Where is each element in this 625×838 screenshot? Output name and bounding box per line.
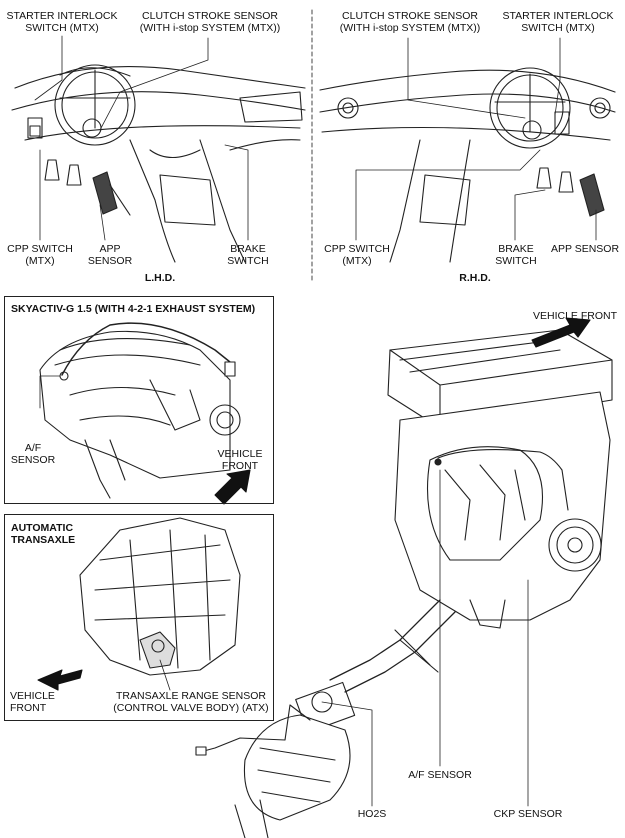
- lhd-clutch-stroke-line1: CLUTCH STROKE SENSOR: [142, 10, 278, 22]
- transaxle-vehicle-front-line1: VEHICLE: [10, 690, 55, 702]
- lhd-cpp-switch-line2: (MTX): [25, 255, 55, 267]
- rhd-starter-interlock-label: STARTER INTERLOCK SWITCH (MTX): [498, 10, 618, 34]
- engine-vehicle-front-arrow: [531, 317, 591, 348]
- engine-af-sensor-label: A/F SENSOR: [408, 769, 472, 781]
- lhd-starter-interlock-line2: SWITCH (MTX): [25, 22, 99, 34]
- rhd-dashboard-drawing: [319, 67, 616, 263]
- rhd-starter-interlock-line2: SWITCH (MTX): [521, 22, 595, 34]
- engine-vehicle-front-label: VEHICLE FRONT: [532, 310, 617, 322]
- rhd-clutch-stroke-label: CLUTCH STROKE SENSOR (WITH i-stop SYSTEM…: [330, 10, 490, 34]
- lhd-dashboard-drawing: [11, 64, 306, 263]
- rhd-brake-switch-label: BRAKE SWITCH: [488, 243, 544, 267]
- engine-leader-lines: [321, 469, 529, 807]
- lhd-app-sensor-line1: APP: [99, 243, 121, 255]
- automatic-transaxle-box: [4, 514, 274, 721]
- exhaust-manifold-drawing: [39, 322, 241, 499]
- exhaust-af-leader: [39, 375, 61, 409]
- exhaust-system-box: [4, 296, 274, 504]
- lhd-app-sensor-label: APP SENSOR: [80, 243, 140, 267]
- ho2s-label: HO2S: [357, 808, 387, 820]
- transaxle-vehicle-front-arrow: [37, 669, 83, 691]
- lhd-brake-switch-line1: BRAKE: [230, 243, 266, 255]
- exhaust-box-title: SKYACTIV-G 1.5 (WITH 4-2-1 EXHAUST SYSTE…: [11, 303, 256, 315]
- lhd-starter-interlock-line1: STARTER INTERLOCK: [6, 10, 118, 22]
- transaxle-drawing: [79, 517, 241, 676]
- lhd-brake-switch-label: BRAKE SWITCH: [220, 243, 276, 267]
- rhd-app-sensor-label: APP SENSOR: [550, 243, 620, 255]
- transaxle-vehicle-front-label: VEHICLE FRONT: [10, 690, 55, 714]
- transaxle-range-sensor-line2: (CONTROL VALVE BODY) (ATX): [113, 702, 269, 714]
- rhd-brake-switch-line2: SWITCH: [495, 255, 537, 267]
- rhd-starter-interlock-line1: STARTER INTERLOCK: [502, 10, 614, 22]
- exhaust-af-sensor-line2: SENSOR: [10, 454, 56, 466]
- lhd-caption: L.H.D.: [144, 272, 176, 284]
- range-sensor-leader: [159, 659, 171, 691]
- rhd-cpp-switch-line1: CPP SWITCH: [324, 243, 390, 255]
- transaxle-range-sensor-label: TRANSAXLE RANGE SENSOR (CONTROL VALVE BO…: [108, 690, 274, 714]
- exhaust-vehicle-front-arrow: [214, 469, 251, 505]
- engine-drawing: [195, 329, 613, 838]
- transaxle-range-sensor-line1: TRANSAXLE RANGE SENSOR: [116, 690, 266, 702]
- rhd-cpp-switch-label: CPP SWITCH (MTX): [322, 243, 392, 267]
- exhaust-af-sensor-line1: A/F: [24, 442, 42, 454]
- top-leader-lines: [34, 35, 597, 241]
- rhd-cpp-switch-line2: (MTX): [342, 255, 372, 267]
- rhd-clutch-stroke-line2: (WITH i-stop SYSTEM (MTX)): [339, 22, 481, 34]
- lhd-cpp-switch-label: CPP SWITCH (MTX): [5, 243, 75, 267]
- exhaust-vehicle-front-line1: VEHICLE: [217, 448, 263, 460]
- transaxle-title-line1: AUTOMATIC: [11, 522, 74, 534]
- lhd-cpp-switch-line1: CPP SWITCH: [7, 243, 73, 255]
- lhd-brake-switch-line2: SWITCH: [227, 255, 269, 267]
- lhd-app-sensor-line2: SENSOR: [87, 255, 133, 267]
- rhd-caption: R.H.D.: [459, 272, 491, 284]
- exhaust-vehicle-front-label: VEHICLE FRONT: [210, 448, 270, 472]
- lhd-clutch-stroke-line2: (WITH i-stop SYSTEM (MTX)): [139, 22, 281, 34]
- rhd-brake-switch-line1: BRAKE: [498, 243, 534, 255]
- ckp-sensor-label: CKP SENSOR: [493, 808, 563, 820]
- transaxle-box-title: AUTOMATIC TRANSAXLE: [11, 522, 75, 546]
- exhaust-vehicle-front-line2: FRONT: [221, 460, 259, 472]
- rhd-clutch-stroke-line1: CLUTCH STROKE SENSOR: [342, 10, 478, 22]
- lhd-clutch-stroke-label: CLUTCH STROKE SENSOR (WITH i-stop SYSTEM…: [130, 10, 290, 34]
- transaxle-vehicle-front-line2: FRONT: [10, 702, 47, 714]
- lhd-starter-interlock-label: STARTER INTERLOCK SWITCH (MTX): [2, 10, 122, 34]
- transaxle-title-line2: TRANSAXLE: [11, 534, 76, 546]
- exhaust-af-sensor-label: A/F SENSOR: [8, 442, 58, 466]
